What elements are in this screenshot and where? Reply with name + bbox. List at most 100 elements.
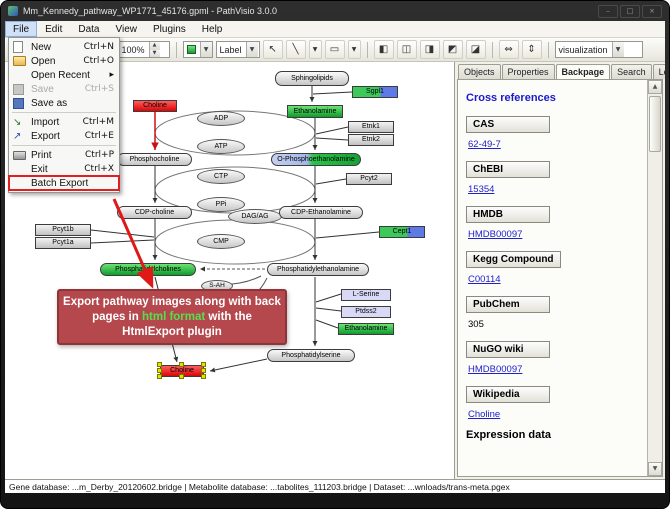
scroll-up-icon[interactable]: ▲ [648,80,662,94]
selection-handle[interactable] [157,374,162,379]
file-menu-item-save-as[interactable]: Save as [9,96,119,110]
tab-objects[interactable]: Objects [458,64,501,79]
align-top-button[interactable]: ◩ [442,40,463,59]
align-right-button[interactable]: ◨ [419,40,440,59]
node-pcyt1a[interactable]: Pcyt1a [35,237,91,249]
node-phosphocholine[interactable]: Phosphocholine [117,153,192,166]
shortcut-label: Ctrl+O [83,56,114,66]
node-ptdss2[interactable]: Ptdss2 [341,306,391,318]
selection-handle[interactable] [157,362,162,367]
shortcut-label: Ctrl+M [82,117,114,127]
match-height-button[interactable]: ⇕ [521,40,542,59]
node-cdp-choline[interactable]: CDP-choline [117,206,192,219]
align-right-icon: ◨ [424,44,435,55]
node-etnk1[interactable]: Etnk1 [348,121,394,133]
xref-source-name: Wikipedia [466,386,550,403]
node-cmp[interactable]: CMP [197,234,245,249]
node-etnk2[interactable]: Etnk2 [348,134,394,146]
scrollbar[interactable]: ▲ ▼ [647,80,662,476]
align-center-button[interactable]: ◫ [396,40,417,59]
shape-tool-dropdown[interactable]: ▼ [347,40,361,59]
node-phosphatidylethanolamine[interactable]: Phosphatidylethanolamine [267,263,369,276]
node-cept1[interactable]: Cept1 [379,226,425,238]
close-button[interactable]: × [642,4,662,18]
print-icon [13,149,26,161]
node-phosphatidylcholines[interactable]: Phosphatidylcholines [100,263,196,276]
node-atp[interactable]: ATP [197,139,245,154]
match-width-button[interactable]: ⇔ [498,40,519,59]
zoom-combo[interactable]: 100% ▲▼ [117,41,170,58]
chevron-down-icon: ▼ [351,46,357,53]
xref-link[interactable]: Choline [468,409,501,420]
tab-search[interactable]: Search [611,64,652,79]
node-pcyt2[interactable]: Pcyt2 [346,173,392,185]
scroll-down-icon[interactable]: ▼ [648,462,662,476]
file-menu-item-batch-export[interactable]: Batch Export [8,175,120,191]
selection-handle[interactable] [157,368,162,373]
node-choline-top[interactable]: Choline [133,100,177,112]
zoom-spinner[interactable]: ▲▼ [148,42,160,57]
minimize-button[interactable]: – [598,4,618,18]
xref-link[interactable]: 62-49-7 [468,139,501,150]
menubar-item-file[interactable]: File [5,21,38,37]
match-height-icon: ⇕ [527,44,536,55]
node-adp[interactable]: ADP [197,111,245,126]
spinner-up-icon[interactable]: ▲ [149,42,160,50]
menubar-item-data[interactable]: Data [78,23,100,35]
datanode-template-combo[interactable]: ▼ [182,41,213,58]
node-l-serine[interactable]: L-Serine [341,289,391,301]
selection-handle[interactable] [201,374,206,379]
select-tool-button[interactable]: ↖ [262,40,283,59]
node-ethanolamine-top[interactable]: Ethanolamine [287,105,343,118]
tab-legend[interactable]: Legend [652,64,665,79]
align-bottom-button[interactable]: ◪ [465,40,486,59]
xref-link[interactable]: C00114 [468,274,501,285]
node-sgpl1[interactable]: Sgpl1 [352,86,398,98]
scrollbar-thumb[interactable] [649,96,661,152]
chevron-down-icon: ▼ [199,42,212,57]
node-dag[interactable]: DAG/AG [228,209,282,224]
visualization-combo[interactable]: visualization ▼ [554,41,643,58]
menubar-item-edit[interactable]: Edit [45,23,63,35]
menubar-item-help[interactable]: Help [201,23,223,35]
shape-tool-button[interactable]: ▭ [324,40,345,59]
xref-link[interactable]: HMDB00097 [468,364,523,375]
maximize-button[interactable]: □ [620,4,640,18]
file-menu-item-label: Open Recent [31,69,90,81]
align-left-button[interactable]: ◧ [373,40,394,59]
node-ethanolamine-low[interactable]: Ethanolamine [338,323,394,335]
node-cdp-ethanolamine[interactable]: CDP-Ethanolamine [279,206,363,219]
xref-link[interactable]: HMDB00097 [468,229,523,240]
file-menu-item-open-recent[interactable]: Open Recent▸ [9,68,119,82]
shortcut-label: Ctrl+N [83,42,114,52]
menu-bar: File Edit Data View Plugins Help [5,21,665,38]
tab-properties[interactable]: Properties [501,64,555,79]
xref-link[interactable]: 15354 [468,184,495,195]
spinner-down-icon[interactable]: ▼ [149,49,160,57]
selection-handle[interactable] [201,368,206,373]
node-sphingolipids[interactable]: Sphingolipids [275,71,349,86]
node-pcyt1b[interactable]: Pcyt1b [35,224,91,236]
line-tool-dropdown[interactable]: ▼ [308,40,322,59]
node-ppi[interactable]: PPi [197,197,245,212]
selection-handle[interactable] [201,362,206,367]
node-phosphatidylserine[interactable]: Phosphatidylserine [267,349,355,362]
selection-handle[interactable] [179,362,184,367]
menubar-item-plugins[interactable]: Plugins [152,23,186,35]
selection-handle[interactable] [179,374,184,379]
label-template-combo[interactable]: Label ▼ [215,41,260,58]
line-tool-button[interactable]: ╲ [285,40,306,59]
tab-backpage[interactable]: Backpage [555,64,611,79]
menubar-item-view[interactable]: View [115,23,137,35]
node-ctp[interactable]: CTP [197,169,245,184]
node-o-phosphoethanolamine[interactable]: O-Phosphoethanolamine [271,153,361,166]
